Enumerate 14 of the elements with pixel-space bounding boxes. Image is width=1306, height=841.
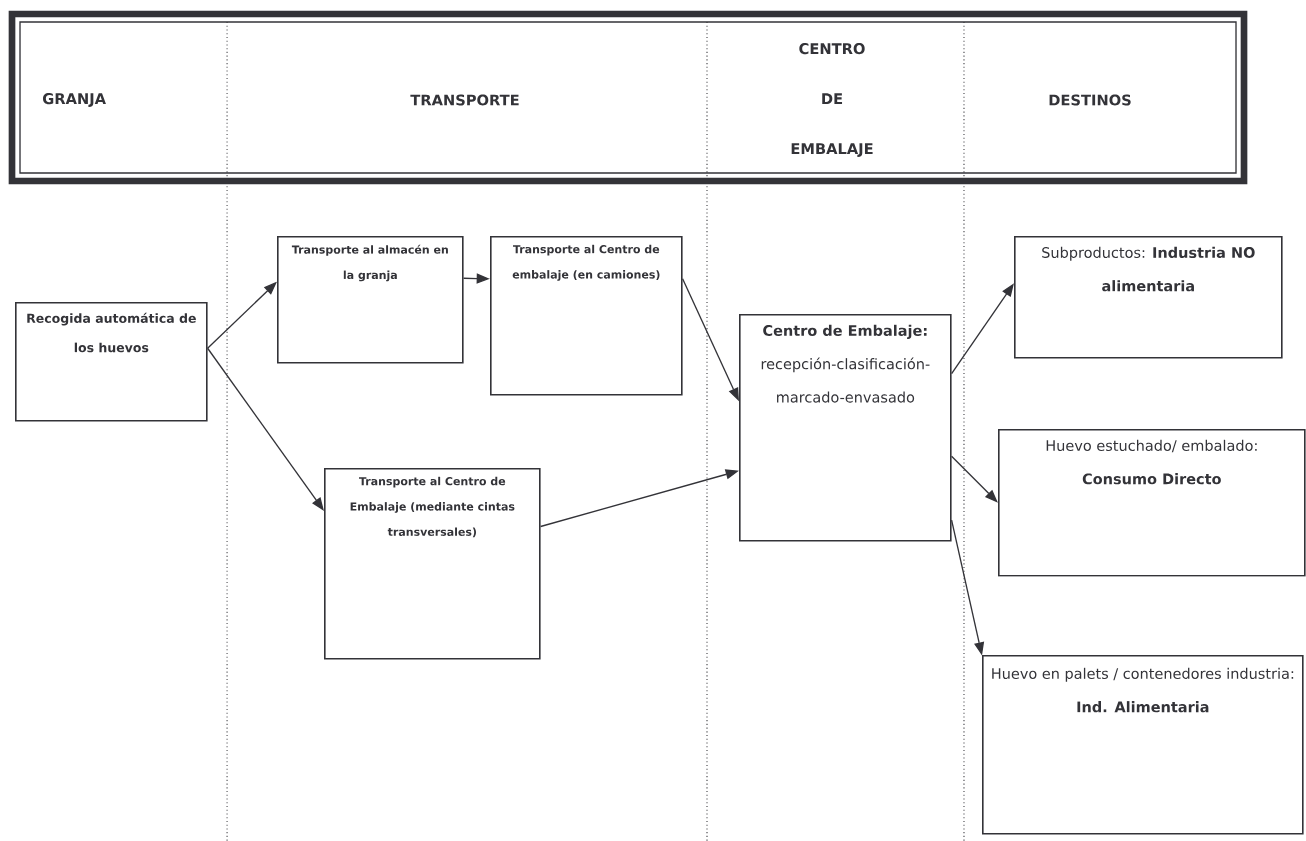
column-header: CENTRO DE EMBALAJE — [791, 43, 873, 157]
arrow — [206, 347, 324, 511]
process-box: Huevo estuchado/ embalado: Consumo Directo — [998, 429, 1306, 577]
process-box: Recogida automática de los huevos — [15, 302, 208, 422]
process-box: Transporte al Centro de Embalaje (mediante cintas transversales) — [324, 468, 541, 660]
process-box: Subproductos: Industria NO alimentaria — [1014, 236, 1283, 359]
column-header: DESTINOS — [1049, 94, 1131, 106]
process-box: Transporte al Centro de embalaje (en camiones) — [490, 236, 683, 396]
column-header: GRANJA — [43, 93, 106, 107]
column-header: TRANSPORTE — [410, 94, 519, 106]
process-box: Centro de Embalaje: recepción-clasificación-marcado-envasado — [739, 314, 952, 542]
process-box: Transporte al almacén en la granja — [277, 236, 464, 364]
process-box: Huevo en palets / contenedores industria: Ind. Alimentaria — [982, 655, 1304, 835]
arrow — [950, 455, 998, 503]
